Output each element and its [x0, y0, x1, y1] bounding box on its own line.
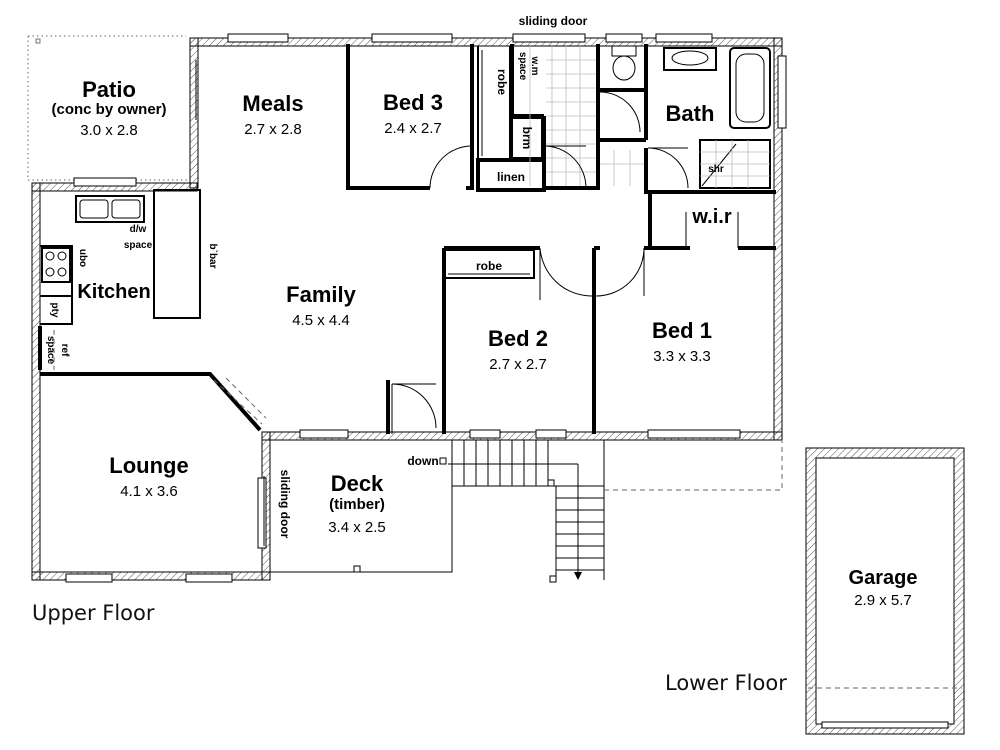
patio-dim: 3.0 x 2.8 [80, 122, 138, 139]
meals-name: Meals [242, 91, 303, 116]
garage [805, 447, 965, 735]
linen-label: linen [497, 170, 525, 184]
bbar-label: b`bar [207, 244, 218, 269]
tiled-floor [529, 46, 770, 188]
bed3-name: Bed 3 [383, 90, 443, 115]
wm-space-label-1: w.m [529, 55, 540, 75]
interior-walls [38, 44, 776, 434]
door-swings [195, 60, 739, 546]
deck-dim: 3.4 x 2.5 [328, 519, 386, 536]
exterior-walls [31, 37, 783, 581]
lounge-name: Lounge [109, 453, 188, 478]
ref-space-label-1: ref [59, 344, 70, 357]
dw-space-label-2: space [124, 240, 153, 251]
bed1-name: Bed 1 [652, 318, 712, 343]
bed1-dim: 3.3 x 3.3 [653, 348, 711, 365]
bath-name: Bath [666, 101, 715, 126]
sliding-door-side-label: sliding door [278, 470, 292, 539]
robe-bed2-label: robe [476, 259, 502, 273]
dw-space-label-1: d/w [130, 224, 147, 235]
deck-note: (timber) [329, 496, 385, 513]
lower-floor-outline [604, 440, 783, 491]
deck-name: Deck [331, 471, 384, 496]
garage-name: Garage [849, 567, 918, 589]
brm-label: brm [520, 127, 534, 150]
sliding-door-top-label: sliding door [519, 14, 588, 28]
wm-space-label-2: space [517, 52, 528, 81]
garage-dim: 2.9 x 5.7 [854, 592, 912, 609]
sink [75, 195, 145, 223]
shr-label: shr [708, 164, 724, 175]
meals-dim: 2.7 x 2.8 [244, 121, 302, 138]
windows [65, 33, 787, 583]
lower-floor-label: Lower Floor [665, 671, 787, 695]
robe-bed3-label: robe [495, 69, 509, 95]
patio-name: Patio [82, 77, 136, 102]
family-dim: 4.5 x 4.4 [292, 312, 350, 329]
deck-outline [269, 440, 453, 573]
bed2-dim: 2.7 x 2.7 [489, 356, 547, 373]
pty-label: pty [49, 303, 60, 318]
cooktop [41, 247, 71, 283]
patio-note: (conc by owner) [51, 101, 166, 118]
down-label: down [407, 454, 438, 468]
ref-space-label-2: space [45, 336, 56, 365]
family-name: Family [286, 282, 356, 307]
lounge-dim: 4.1 x 3.6 [120, 483, 178, 500]
wir-label: w.i.r [691, 206, 731, 228]
kitchen-name: Kitchen [77, 281, 150, 303]
upper-floor-label: Upper Floor [32, 601, 155, 625]
bed2-name: Bed 2 [488, 326, 548, 351]
ubo-label: ubo [77, 249, 88, 267]
stairs [448, 440, 605, 583]
bed3-dim: 2.4 x 2.7 [384, 120, 442, 137]
